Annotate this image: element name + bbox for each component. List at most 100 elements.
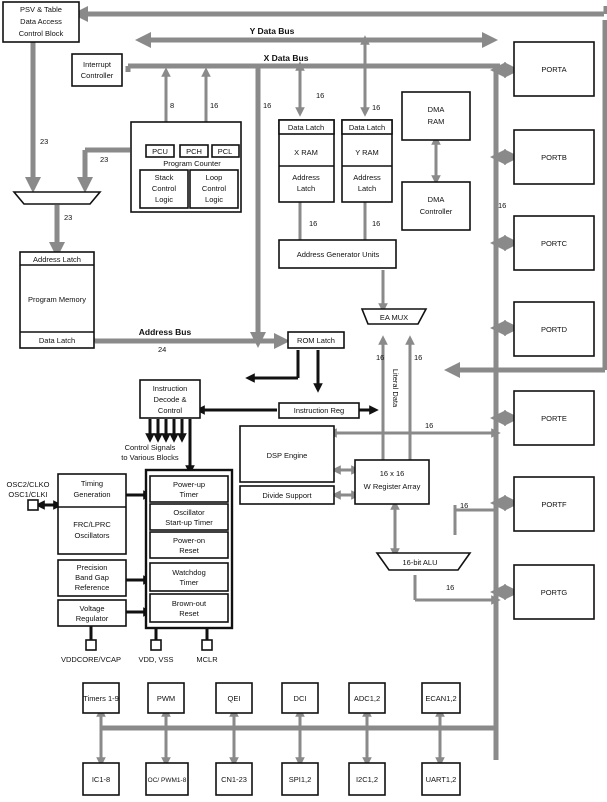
width-label: 24 xyxy=(158,345,166,354)
port-label: PORTF xyxy=(541,500,567,509)
brownout-label-2: Reset xyxy=(179,609,200,618)
dma-ram-label-1: DMA xyxy=(428,105,445,114)
band-gap-label-3: Reference xyxy=(75,583,110,592)
program-memory-label: Program Memory xyxy=(28,295,86,304)
stack-control-label-3: Logic xyxy=(155,195,173,204)
width-label: 16 xyxy=(414,353,422,362)
peripheral-label: PWM xyxy=(157,694,175,703)
vddcore-pin xyxy=(85,639,97,651)
divide-support-label: Divide Support xyxy=(262,491,312,500)
voltage-reg-label-1: Voltage xyxy=(79,604,104,613)
w-reg-label-2: W Register Array xyxy=(364,482,421,491)
pch-label: PCH xyxy=(186,147,202,156)
pcu-label: PCU xyxy=(152,147,168,156)
frc-label-1: FRC/LPRC xyxy=(73,520,111,529)
w-register-array: 16 x 16 W Register Array xyxy=(354,459,430,505)
instruction-reg: Instruction Reg xyxy=(278,402,360,419)
y-data-latch-label: Data Latch xyxy=(349,123,385,132)
y-address-latch-label-1: Address xyxy=(353,173,381,182)
address-generator-units: Address Generator Units xyxy=(278,239,397,269)
width-label: 23 xyxy=(64,213,72,222)
vddcore-label: VDDCORE/VCAP xyxy=(61,655,121,664)
width-label: 16 xyxy=(372,219,380,228)
reset-blocks: Power-up Timer Oscillator Start-up Timer… xyxy=(144,468,234,630)
x-ram-label: X RAM xyxy=(294,148,318,157)
width-label: 16 xyxy=(376,353,384,362)
y-ram-label: Y RAM xyxy=(355,148,379,157)
peripheral-label: IC1-8 xyxy=(92,775,110,784)
stack-control-label-1: Stack xyxy=(155,173,174,182)
peripheral-label: OC/ PWM1-8 xyxy=(148,777,187,784)
peripheral-label: ADC1,2 xyxy=(354,694,380,703)
decode-label-1: Instruction xyxy=(153,384,188,393)
loop-control-label-3: Logic xyxy=(205,195,223,204)
width-label: 16 xyxy=(210,101,218,110)
peripheral-label: CN1-23 xyxy=(221,775,247,784)
psv-label-3: Control Block xyxy=(19,29,64,38)
ea-mux-label: EA MUX xyxy=(380,313,408,322)
dma-ram-label-2: RAM xyxy=(428,117,445,126)
dma-controller-label-1: DMA xyxy=(428,195,445,204)
loop-control-label-2: Control xyxy=(202,184,227,193)
control-signals-label-2: to Various Blocks xyxy=(121,453,179,462)
pm-data-latch-label: Data Latch xyxy=(39,336,75,345)
pcl-label: PCL xyxy=(218,147,233,156)
interrupt-label-1: Interrupt xyxy=(83,60,112,69)
ports: PORTA PORTB PORTC PORTD PORTE PORTF PORT… xyxy=(513,41,595,620)
peripheral-label: I2C1,2 xyxy=(356,775,378,784)
width-label: 16 xyxy=(309,219,317,228)
ea-mux: EA MUX xyxy=(360,308,428,325)
peripheral-label: DCI xyxy=(294,694,307,703)
peripheral-label: QEI xyxy=(228,694,241,703)
interrupt-controller: Interrupt Controller xyxy=(71,53,123,87)
program-counter-block: PCU PCH PCL Program Counter Stack Contro… xyxy=(130,121,242,213)
port-label: PORTE xyxy=(541,414,567,423)
timing-generation: Timing Generation FRC/LPRC Oscillators xyxy=(57,473,127,555)
decode-label-3: Control xyxy=(158,406,183,415)
vdd-vss-pin xyxy=(150,639,162,651)
powerup-label-2: Timer xyxy=(180,490,199,499)
dma-controller-label-2: Controller xyxy=(420,207,453,216)
width-label: 23 xyxy=(100,155,108,164)
peripheral-label: Timers 1-9 xyxy=(83,694,119,703)
osc-startup-label-1: Oscillator xyxy=(173,508,205,517)
program-address-mux xyxy=(12,191,102,205)
rom-latch: ROM Latch xyxy=(287,331,345,349)
mclr-label: MCLR xyxy=(196,655,218,664)
loop-control-label-1: Loop xyxy=(206,173,223,182)
brownout-label-1: Brown-out xyxy=(172,599,207,608)
width-label: 16 xyxy=(460,501,468,510)
peripherals-bottom: IC1-8 OC/ PWM1-8 CN1-23 SPI1,2 I2C1,2 UA… xyxy=(82,762,461,796)
width-label: 23 xyxy=(40,137,48,146)
port-label: PORTD xyxy=(541,325,568,334)
dsp-engine-label: DSP Engine xyxy=(267,451,308,460)
alu-label: 16-bit ALU xyxy=(402,558,437,567)
psv-label-2: Data Access xyxy=(20,17,62,26)
poweron-label-1: Power-on xyxy=(173,536,205,545)
bus-width-labels: 8 16 16 16 16 16 16 16 16 16 16 16 16 23… xyxy=(40,91,506,592)
rom-latch-label: ROM Latch xyxy=(297,336,335,345)
y-address-latch-label-2: Latch xyxy=(358,184,376,193)
instruction-reg-label: Instruction Reg xyxy=(294,406,344,415)
interrupt-label-2: Controller xyxy=(81,71,114,80)
dma-controller-block: DMA Controller xyxy=(401,181,471,231)
port-label: PORTB xyxy=(541,153,567,162)
agu-label: Address Generator Units xyxy=(297,250,380,259)
pm-address-latch-label: Address Latch xyxy=(33,255,81,264)
frc-label-2: Oscillators xyxy=(74,531,109,540)
peripherals-top: Timers 1-9 PWM QEI DCI ADC1,2 ECAN1,2 xyxy=(82,682,461,714)
mclr-pin xyxy=(201,639,213,651)
band-gap-label-2: Band Gap xyxy=(75,573,109,582)
x-data-bus-label: X Data Bus xyxy=(264,53,309,63)
powerup-label-1: Power-up xyxy=(173,480,205,489)
width-label: 16 xyxy=(372,103,380,112)
x-address-latch-label-2: Latch xyxy=(297,184,315,193)
address-bus-label: Address Bus xyxy=(139,327,192,337)
peripheral-label: UART1,2 xyxy=(426,775,457,784)
divide-support: Divide Support xyxy=(239,485,335,505)
w-reg-label-1: 16 x 16 xyxy=(380,469,405,478)
width-label: 16 xyxy=(316,91,324,100)
timing-label-1: Timing xyxy=(81,479,103,488)
psv-label-1: PSV & Table xyxy=(20,5,62,14)
decode-label-2: Decode & xyxy=(154,395,187,404)
